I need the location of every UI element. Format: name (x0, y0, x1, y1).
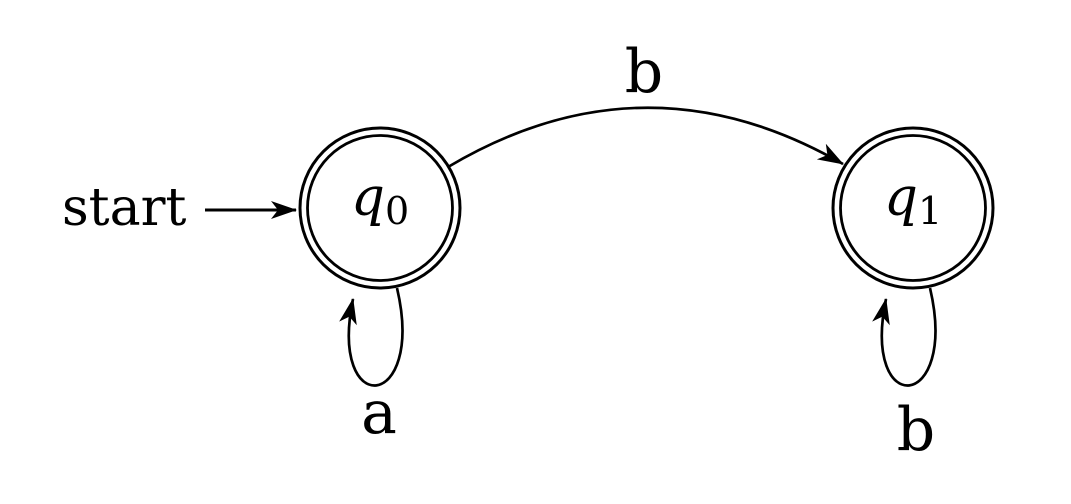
state-q1-subscript: 1 (918, 189, 942, 233)
transition-q0-q1-label: b (625, 37, 663, 107)
self-loop-q0-edge (339, 287, 404, 387)
state-q0-label: q0 (351, 167, 409, 233)
state-q0-name: q (351, 167, 385, 228)
self-loop-q0-label: a (361, 378, 397, 448)
self-loop-q1-edge (872, 287, 937, 387)
state-q1-outer-circle (831, 126, 995, 290)
state-q1-inner-circle (839, 134, 987, 282)
state-q0-outer-circle (298, 126, 462, 290)
transition-q0-q1-edge (447, 106, 844, 169)
start-label: start (62, 178, 186, 238)
state-q0-subscript: 0 (385, 189, 409, 233)
state-q0: q0 (298, 126, 462, 290)
state-q1: q1 (831, 126, 995, 290)
state-q0-inner-circle (306, 134, 454, 282)
self-loop-q1-label: b (897, 395, 935, 465)
state-q1-name: q (884, 167, 918, 228)
state-q1-label: q1 (884, 167, 942, 233)
